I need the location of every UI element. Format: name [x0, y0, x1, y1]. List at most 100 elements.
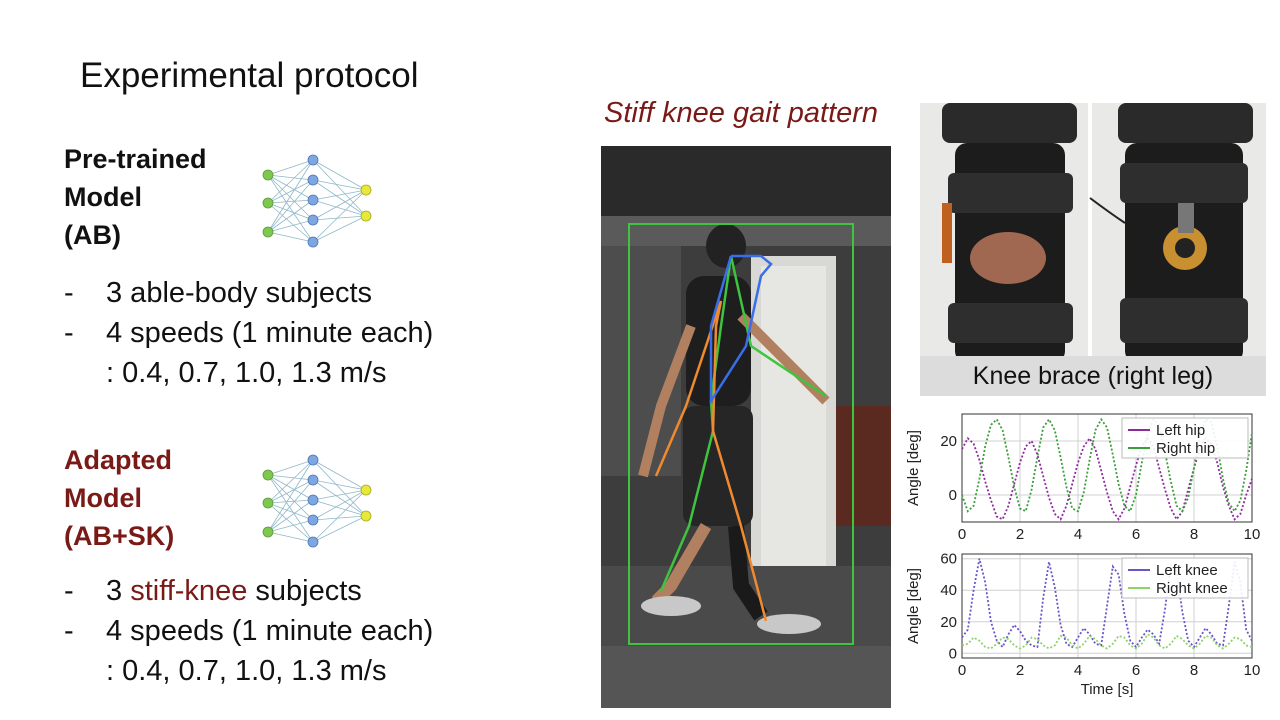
list-item: - 4 speeds (1 minute each) [64, 313, 433, 353]
legend-label: Left knee [1156, 562, 1218, 579]
network-edge [312, 459, 367, 491]
network-edge [267, 202, 314, 243]
y-tick-label: 0 [949, 645, 957, 662]
network-edge [267, 174, 314, 221]
network-edge [312, 515, 367, 521]
network-edge [267, 199, 314, 204]
x-tick-label: 8 [1190, 526, 1198, 543]
input-node [262, 226, 274, 238]
network-edge [312, 215, 367, 221]
adapted-label-line: Model [64, 483, 142, 513]
bullet-text: 4 speeds (1 minute each) [106, 615, 434, 647]
output-node [360, 210, 372, 222]
bullet-dash: - [64, 615, 74, 647]
output-node [360, 484, 372, 496]
network-edge [312, 479, 367, 491]
pretrained-label-line: Model [64, 182, 142, 212]
hidden-node [307, 536, 319, 548]
speeds-text: : 0.4, 0.7, 1.0, 1.3 m/s [106, 357, 387, 389]
adapted-model-label: Adapted Model (AB+SK) [64, 441, 174, 555]
pretrained-network-icon [262, 154, 372, 248]
x-tick-label: 6 [1132, 526, 1140, 543]
legend-label: Right knee [1156, 580, 1228, 597]
network-edge [267, 474, 314, 521]
network-edge [267, 459, 314, 476]
network-edge [267, 199, 314, 233]
list-item: - 3 able-body subjects [64, 273, 433, 313]
bullet-text-pre: 3 [106, 575, 131, 607]
adapted-label-line: (AB+SK) [64, 521, 175, 551]
network-edge [312, 479, 367, 517]
network-edge [267, 499, 314, 533]
y-axis-label: Angle [deg] [905, 568, 922, 644]
network-edge [267, 459, 314, 504]
hidden-node [307, 154, 319, 166]
bullet-text: 4 speeds (1 minute each) [106, 317, 434, 349]
network-edge [312, 199, 367, 217]
x-tick-label: 0 [958, 526, 966, 543]
x-tick-label: 6 [1132, 662, 1140, 679]
output-node [360, 184, 372, 196]
network-edge [312, 459, 367, 517]
y-tick-label: 60 [940, 551, 957, 568]
network-edge [267, 474, 314, 481]
network-edge [267, 479, 314, 533]
plot-frame [961, 413, 1253, 523]
network-edge [312, 179, 367, 191]
legend-label: Left hip [1156, 422, 1205, 439]
network-edge [312, 489, 367, 543]
x-tick-label: 4 [1074, 662, 1082, 679]
network-edge [267, 231, 314, 243]
network-edge [312, 499, 367, 517]
network-edge [267, 499, 314, 504]
x-tick-label: 0 [958, 662, 966, 679]
pretrained-label-line: (AB) [64, 220, 121, 250]
pretrained-model-label: Pre-trained Model (AB) [64, 140, 207, 254]
pretrained-label-line: Pre-trained [64, 144, 207, 174]
adapted-bullet-list: - 3 stiff-knee subjects - 4 speeds (1 mi… [64, 571, 433, 691]
network-edge [312, 189, 367, 201]
hidden-node [307, 214, 319, 226]
input-node [262, 469, 274, 481]
network-edge [312, 189, 367, 243]
pretrained-bullet-list: - 3 able-body subjects - 4 speeds (1 min… [64, 273, 433, 393]
hidden-node [307, 194, 319, 206]
network-edge [312, 159, 367, 217]
hidden-node [307, 494, 319, 506]
gait-video-frame [601, 146, 891, 708]
network-edge [267, 474, 314, 501]
hidden-node [307, 514, 319, 526]
y-tick-label: 20 [940, 433, 957, 450]
bullet-dash: - [64, 277, 74, 309]
bullet-dash: - [64, 317, 74, 349]
slide-title: Experimental protocol [80, 56, 419, 95]
video-title: Stiff knee gait pattern [604, 97, 879, 129]
network-edge [312, 515, 367, 543]
gait-scene-image [601, 146, 891, 708]
network-edge [267, 519, 314, 533]
adapted-network-icon [262, 454, 372, 548]
y-axis-label: Angle [deg] [905, 430, 922, 506]
network-edge [267, 474, 314, 543]
hidden-node [307, 474, 319, 486]
x-tick-label: 2 [1016, 662, 1024, 679]
stiff-knee-highlight: stiff-knee [130, 575, 248, 607]
x-tick-label: 2 [1016, 526, 1024, 543]
network-edge [267, 459, 314, 533]
series-line [961, 633, 1253, 650]
network-edge [312, 159, 367, 191]
output-node [360, 510, 372, 522]
network-edge [312, 179, 367, 217]
y-tick-label: 40 [940, 582, 957, 599]
network-edge [267, 502, 314, 543]
hidden-node [307, 174, 319, 186]
input-node [262, 497, 274, 509]
legend-label: Right hip [1156, 440, 1215, 457]
network-edge [267, 202, 314, 221]
knee-brace-photo: Knee brace (right leg) [920, 103, 1266, 396]
network-edge [267, 174, 314, 201]
network-edge [267, 531, 314, 543]
knee-brace-image [920, 103, 1266, 396]
